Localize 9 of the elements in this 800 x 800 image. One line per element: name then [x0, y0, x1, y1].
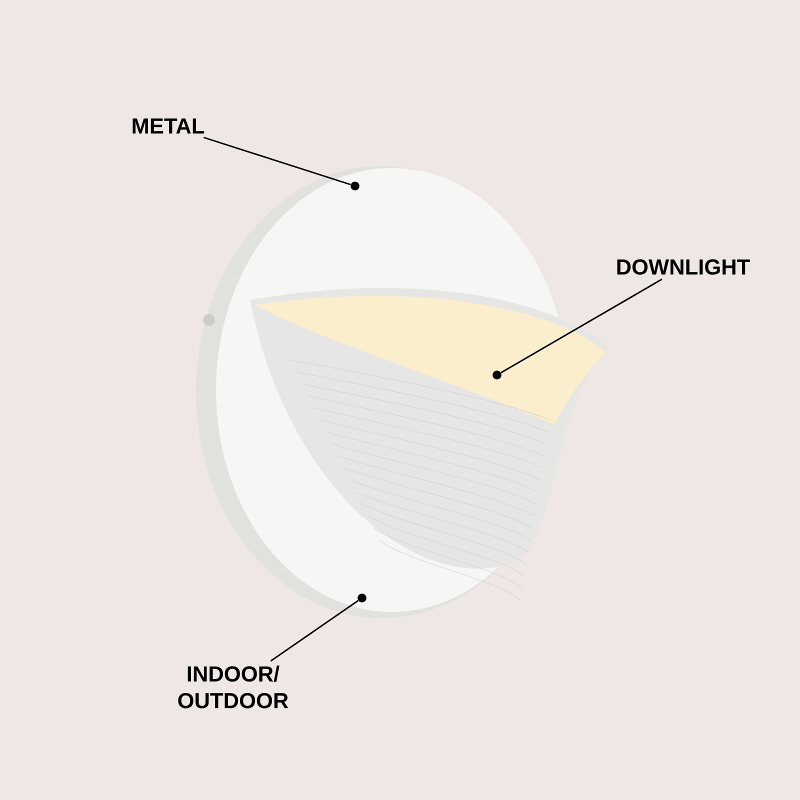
leader-line — [500, 278, 662, 374]
leader-line — [270, 600, 359, 662]
callout-label: DOWNLIGHT — [617, 259, 750, 275]
callout-label: METAL — [132, 118, 204, 134]
callout-label: INDOOR/ OUTDOOR — [178, 666, 288, 708]
marker-dot — [358, 594, 366, 602]
marker-dot — [492, 370, 502, 380]
leader-line — [203, 136, 351, 186]
marker-dot — [350, 182, 360, 190]
